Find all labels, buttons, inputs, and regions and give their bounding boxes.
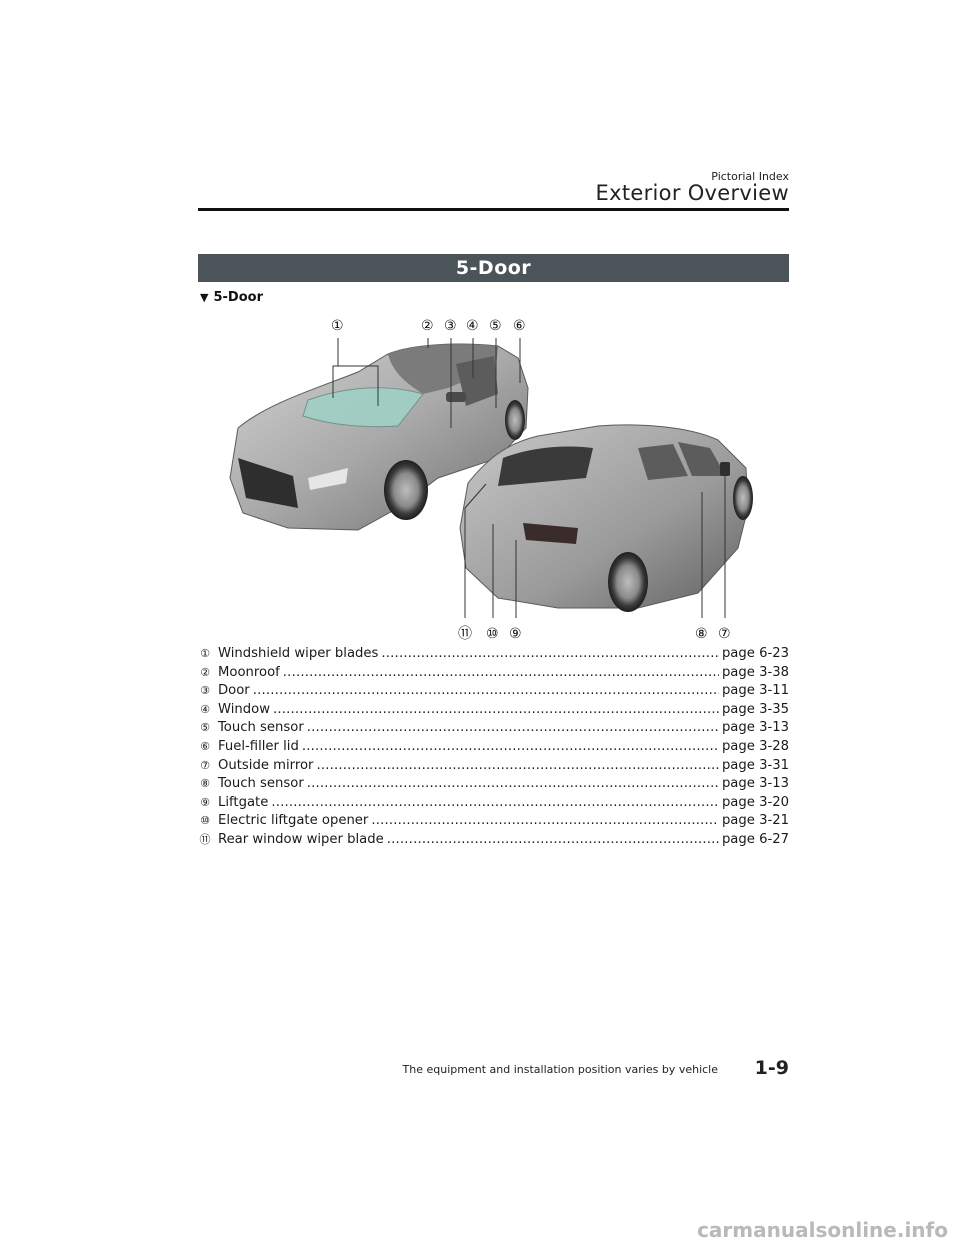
callout-3: ③ xyxy=(444,318,457,334)
page-reference: page 3-20 xyxy=(721,794,789,810)
watermark: carmanualsonline.info xyxy=(697,1218,948,1242)
front-car xyxy=(229,343,529,531)
list-item: ④ Window page 3-35 xyxy=(198,701,789,720)
item-number: ⑨ xyxy=(200,795,210,809)
page-reference: page 3-31 xyxy=(721,757,789,773)
item-label: Outside mirror xyxy=(218,757,314,773)
page-reference: page 3-13 xyxy=(721,720,789,736)
list-item: ② Moonroof page 3-38 xyxy=(198,664,789,683)
item-number: ⑪ xyxy=(199,832,211,846)
callout-8: ⑧ xyxy=(695,626,708,642)
item-number: ⑥ xyxy=(200,739,210,753)
callout-4: ④ xyxy=(466,318,479,334)
list-item: ① Windshield wiper blades page 6-23 xyxy=(198,645,789,664)
item-number: ⑩ xyxy=(200,814,210,828)
callout-7: ⑦ xyxy=(718,626,731,642)
item-label: Touch sensor xyxy=(218,720,304,736)
list-item: ⑪ Rear window wiper blade page 6-27 xyxy=(198,831,790,850)
callout-9: ⑨ xyxy=(509,626,522,642)
item-label: Moonroof xyxy=(218,664,280,680)
page-reference: page 3-28 xyxy=(721,738,789,754)
callout-10: ⑩ xyxy=(486,626,499,642)
item-number: ⑦ xyxy=(200,758,210,772)
item-label: Door xyxy=(218,683,250,699)
item-number: ② xyxy=(200,665,210,679)
item-label: Fuel-filler lid xyxy=(218,738,299,754)
section-title-bar: 5-Door xyxy=(198,254,789,282)
item-number: ⑧ xyxy=(200,777,210,791)
item-label: Window xyxy=(218,701,270,717)
item-number: ⑤ xyxy=(200,721,210,735)
page-reference: page 3-11 xyxy=(721,683,789,699)
list-item: ⑩ Electric liftgate opener page 3-21 xyxy=(198,812,789,831)
list-item: ⑦ Outside mirror page 3-31 xyxy=(198,757,789,776)
page-reference: page 3-35 xyxy=(721,701,789,717)
subheading: ▼ 5-Door xyxy=(200,290,263,305)
parts-legend: ① Windshield wiper blades page 6-23 ② Moonr… xyxy=(198,645,790,850)
item-label: Electric liftgate opener xyxy=(218,813,369,829)
page-reference: page 6-27 xyxy=(721,831,789,847)
car-illustration: ① ② ③ ④ ⑤ ⑥ ⑦ ⑧ ⑨ ⑩ ⑪ xyxy=(229,318,753,642)
footer-note: The equipment and installation position … xyxy=(402,1063,718,1076)
exterior-figure: ① ② ③ ④ ⑤ ⑥ ⑦ ⑧ ⑨ ⑩ ⑪ xyxy=(198,308,789,644)
callout-11: ⑪ xyxy=(458,626,472,642)
header-divider xyxy=(198,208,789,211)
page-title: Exterior Overview xyxy=(595,181,789,205)
subheading-text: 5-Door xyxy=(213,290,263,305)
item-label: Touch sensor xyxy=(218,776,304,792)
page-reference: page 3-21 xyxy=(721,813,789,829)
page-reference: page 3-13 xyxy=(721,776,789,792)
page-reference: page 6-23 xyxy=(721,646,789,661)
leader-lines xyxy=(332,338,726,618)
list-item: ⑧ Touch sensor page 3-13 xyxy=(198,775,789,794)
callout-1: ① xyxy=(331,318,344,334)
callout-2: ② xyxy=(421,318,434,334)
triangle-down-icon: ▼ xyxy=(200,291,209,304)
item-number: ① xyxy=(200,647,210,660)
item-number: ④ xyxy=(200,702,210,716)
section-label: Pictorial Index xyxy=(711,170,789,183)
item-label: Liftgate xyxy=(218,794,269,810)
callout-6: ⑥ xyxy=(513,318,526,334)
callout-5: ⑤ xyxy=(489,318,502,334)
list-item: ⑥ Fuel-filler lid page 3-28 xyxy=(198,738,789,757)
item-label: Windshield wiper blades xyxy=(218,646,379,661)
list-item: ⑤ Touch sensor page 3-13 xyxy=(198,719,789,738)
item-number: ③ xyxy=(200,684,210,698)
list-item: ⑨ Liftgate page 3-20 xyxy=(198,794,789,813)
rear-car xyxy=(459,424,753,612)
item-label: Rear window wiper blade xyxy=(218,831,384,847)
page-reference: page 3-38 xyxy=(721,664,789,680)
page-number: 1-9 xyxy=(754,1057,789,1079)
list-item: ③ Door page 3-11 xyxy=(198,682,789,701)
